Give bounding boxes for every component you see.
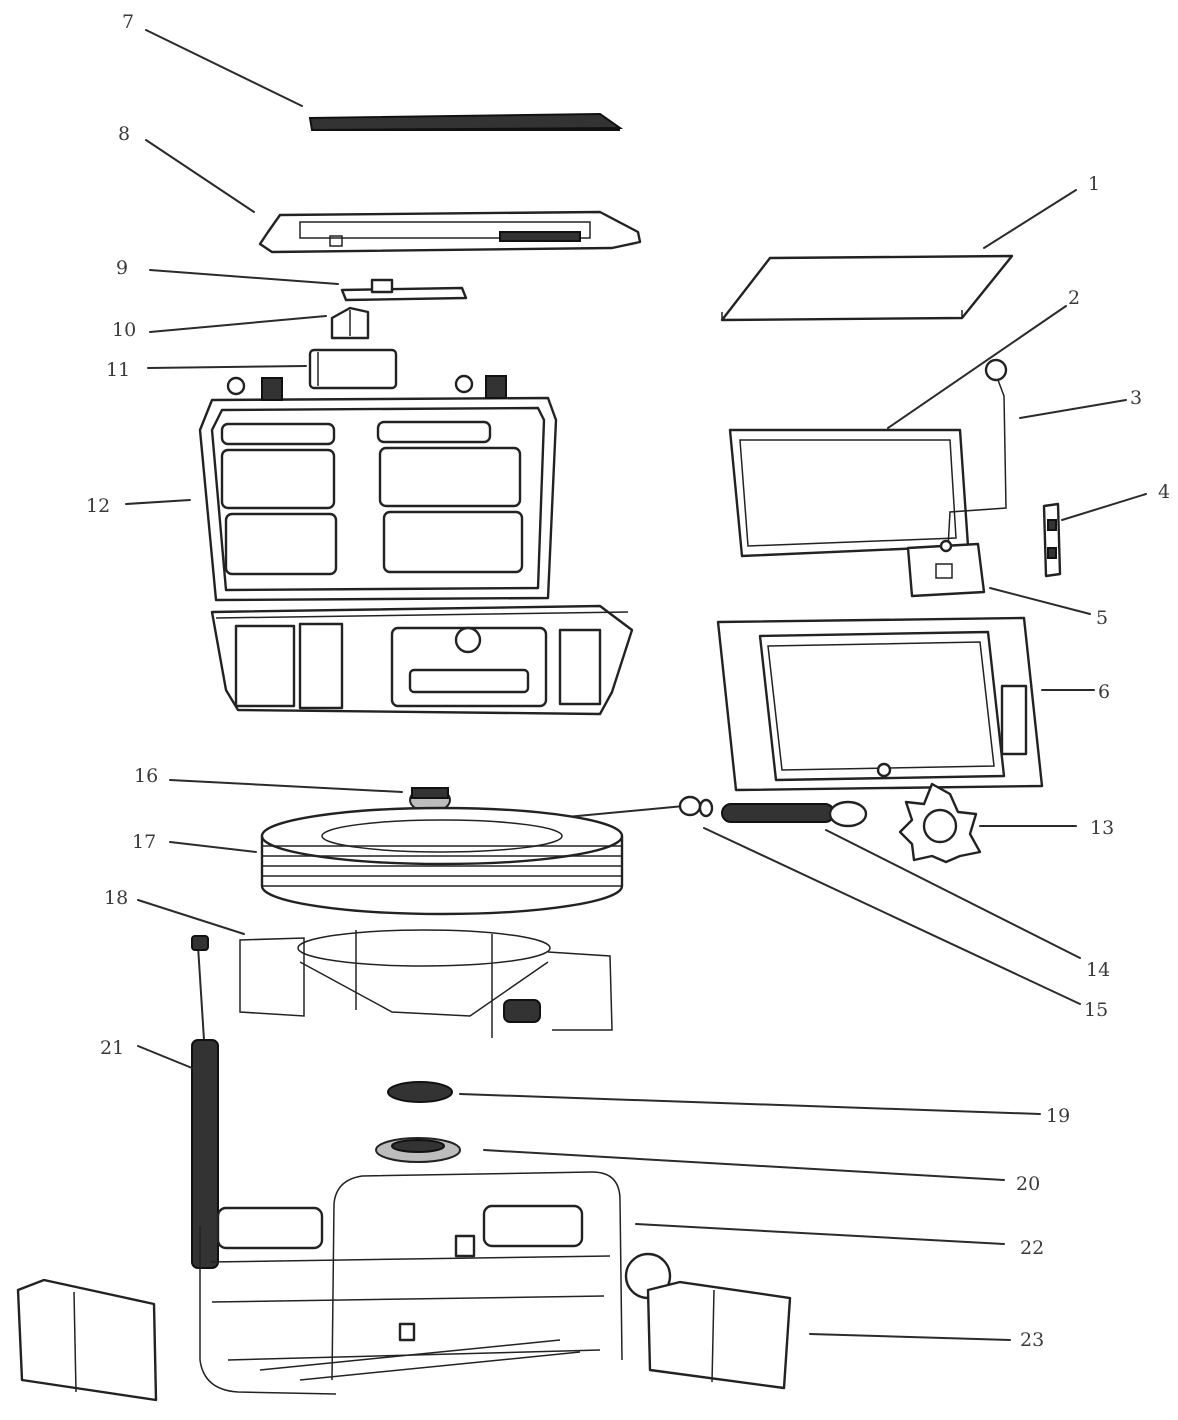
- part-9-bracket-strip: [340, 278, 468, 302]
- leader-16: [169, 779, 403, 793]
- callout-8: 8: [118, 123, 130, 145]
- leader-11: [147, 365, 307, 369]
- leader-lines: [125, 29, 1147, 1341]
- callout-labels: 1 2 3 4 5 6 7 8 9 10 11 12 13 14 15 16 1…: [86, 11, 1170, 1351]
- part-17-cable-reel: [260, 806, 624, 916]
- part-10-small-bracket: [330, 306, 370, 340]
- leader-22: [635, 1223, 1005, 1245]
- callout-13: 13: [1090, 817, 1114, 839]
- part-11-battery-block: [308, 348, 398, 390]
- leader-3: [1019, 399, 1127, 419]
- leader-20: [483, 1149, 1005, 1181]
- part-2-lcd-screen: [728, 428, 970, 558]
- callout-19: 19: [1046, 1105, 1070, 1127]
- leader-23: [809, 1333, 1011, 1341]
- part-16-hub: [409, 787, 451, 813]
- leader-7: [145, 29, 303, 107]
- leader-5: [989, 587, 1091, 615]
- leader-18: [137, 899, 245, 935]
- callout-1: 1: [1088, 173, 1100, 195]
- leader-14: [825, 829, 1081, 959]
- leader-17: [169, 841, 257, 853]
- leader-4: [1061, 493, 1147, 521]
- leader-9: [149, 269, 339, 285]
- callout-7: 7: [122, 11, 134, 33]
- part-20-base-disc: [375, 1137, 461, 1163]
- part-13-camera-head: [898, 782, 982, 864]
- callout-10: 10: [112, 319, 136, 341]
- part-6-screen-bezel: [716, 616, 1044, 792]
- callout-6: 6: [1098, 681, 1110, 703]
- part-12-carrying-case: [198, 374, 634, 716]
- callout-2: 2: [1068, 287, 1080, 309]
- callout-20: 20: [1016, 1173, 1040, 1195]
- callout-17: 17: [132, 831, 156, 853]
- leader-21: [137, 1045, 193, 1069]
- leader-1: [983, 189, 1077, 249]
- leader-2: [887, 305, 1067, 429]
- part-7-grille-plate: [308, 112, 624, 132]
- callout-16: 16: [134, 765, 158, 787]
- leader-10: [149, 315, 327, 333]
- callout-14: 14: [1086, 959, 1110, 981]
- callout-18: 18: [104, 887, 128, 909]
- callout-12: 12: [86, 495, 110, 517]
- leader-15: [703, 827, 1081, 1005]
- part-3-cable: [947, 358, 1008, 549]
- part-8-panel-frame: [258, 210, 642, 254]
- callout-15: 15: [1084, 999, 1108, 1021]
- part-23-side-covers: [16, 1278, 792, 1402]
- part-19-gear-disc: [387, 1081, 453, 1103]
- callout-22: 22: [1020, 1237, 1044, 1259]
- callout-5: 5: [1096, 607, 1108, 629]
- callout-3: 3: [1130, 387, 1142, 409]
- leader-8: [145, 139, 255, 213]
- part-14-spring-tube: [721, 800, 868, 828]
- part-1-sunshade-hood: [720, 254, 1014, 322]
- callout-23: 23: [1020, 1329, 1044, 1351]
- part-18-reel-frame: [239, 929, 613, 1038]
- callout-21: 21: [100, 1037, 124, 1059]
- leader-12: [125, 499, 191, 505]
- leader-19: [459, 1093, 1041, 1115]
- part-5-control-board: [906, 539, 986, 598]
- callout-4: 4: [1158, 481, 1170, 503]
- part-4-side-connector: [1042, 502, 1062, 578]
- part-22-main-frame: [199, 1171, 672, 1395]
- callout-9: 9: [116, 257, 128, 279]
- part-21-spring-rod: [191, 935, 219, 1269]
- callout-11: 11: [106, 359, 130, 381]
